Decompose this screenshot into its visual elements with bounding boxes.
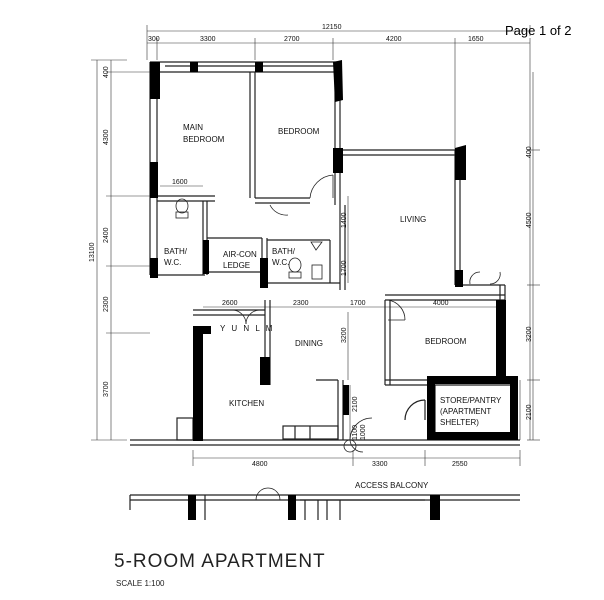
- dim-right-0: 400: [526, 146, 533, 158]
- label-aircon-line2: LEDGE: [223, 261, 250, 270]
- dim-left-3: 2300: [103, 296, 110, 312]
- watermark: Y U N L M: [220, 324, 274, 333]
- label-store-line2: (APARTMENT: [440, 407, 491, 416]
- dim-v1400: 1400: [341, 212, 348, 228]
- dim-left-total: 13100: [89, 242, 96, 262]
- dim-v1000: 1000: [360, 424, 367, 440]
- dim-left-2: 2400: [103, 227, 110, 243]
- bathroom-fixtures: [175, 198, 323, 280]
- dim-top-3: 4200: [386, 36, 402, 43]
- dim-v1700: 1700: [341, 260, 348, 276]
- dim-v2100: 2100: [352, 396, 359, 412]
- label-dining: DINING: [295, 339, 323, 348]
- dim-left-4: 3700: [103, 381, 110, 397]
- plan-title: 5-ROOM APARTMENT: [114, 551, 326, 572]
- label-access-balcony: ACCESS BALCONY: [355, 481, 429, 490]
- dim-v3200: 3200: [341, 327, 348, 343]
- dim-right-1: 4500: [526, 212, 533, 228]
- label-bath-1-line1: BATH/: [164, 247, 188, 256]
- label-bath-2-line1: BATH/: [272, 247, 296, 256]
- dim-left-0: 400: [103, 66, 110, 78]
- dim-4000: 4000: [433, 300, 449, 307]
- dim-top-4: 1650: [468, 36, 484, 43]
- door-swings: [231, 174, 501, 501]
- dim-top-0: 300: [148, 36, 160, 43]
- dim-2300: 2300: [293, 300, 309, 307]
- label-bedroom-2: BEDROOM: [425, 337, 467, 346]
- label-living: LIVING: [400, 215, 426, 224]
- dim-right-3: 2100: [526, 404, 533, 420]
- dim-top-2: 2700: [284, 36, 300, 43]
- label-main-bedroom-line2: BEDROOM: [183, 135, 225, 144]
- dim-v1100: 1100: [352, 425, 359, 440]
- room-labels: MAIN BEDROOM BEDROOM LIVING BATH/ W.C. A…: [164, 123, 502, 490]
- dim-left-1: 4300: [103, 129, 110, 145]
- page-number: Page 1 of 2: [505, 23, 572, 38]
- dim-1700: 1700: [350, 300, 366, 307]
- dim-top-1: 3300: [200, 36, 216, 43]
- label-aircon-line1: AIR-CON: [223, 250, 257, 259]
- label-kitchen: KITCHEN: [229, 399, 264, 408]
- dimension-lines: [91, 25, 540, 466]
- dim-bottom-1: 3300: [372, 461, 388, 468]
- dim-right-2: 3200: [526, 326, 533, 342]
- dim-overall-width: 12150: [322, 24, 342, 31]
- label-store-line3: SHELTER): [440, 418, 479, 427]
- plan-scale: SCALE 1:100: [116, 579, 165, 588]
- label-bath-1-line2: W.C.: [164, 258, 181, 267]
- dim-1600: 1600: [172, 179, 188, 186]
- label-bedroom-1: BEDROOM: [278, 127, 320, 136]
- label-main-bedroom-line1: MAIN: [183, 123, 203, 132]
- label-store-line1: STORE/PANTRY: [440, 396, 502, 405]
- dimension-labels: 12150 300 3300 2700 4200 1650 13100 400 …: [89, 24, 533, 468]
- structural-columns: [150, 60, 518, 520]
- dim-bottom-0: 4800: [252, 461, 268, 468]
- dim-bottom-2: 2550: [452, 461, 468, 468]
- label-bath-2-line2: W.C.: [272, 258, 289, 267]
- dim-2600: 2600: [222, 300, 238, 307]
